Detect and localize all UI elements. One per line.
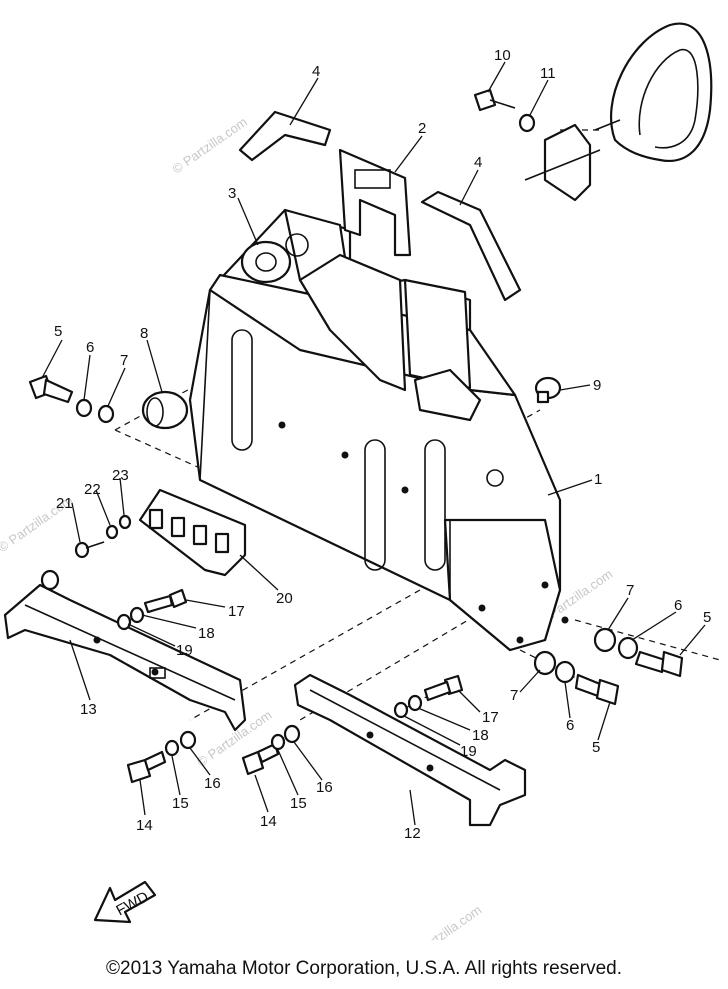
washer-part-19-right — [393, 701, 409, 719]
washer-part-18-right — [407, 694, 423, 712]
grommet-part-3 — [240, 240, 292, 284]
washer-part-6-right-upper — [617, 636, 639, 660]
callout-8: 8 — [140, 325, 148, 342]
callout-17-left: 17 — [228, 603, 245, 620]
handle-assembly — [524, 22, 713, 202]
bolt-part-5-right-lower — [574, 673, 620, 706]
callout-1: 1 — [594, 471, 602, 488]
callout-21: 21 — [56, 495, 73, 512]
callout-7-left: 7 — [120, 352, 128, 369]
callout-13: 13 — [80, 701, 97, 718]
callout-18-right: 18 — [472, 727, 489, 744]
callout-4-left: 4 — [312, 63, 320, 80]
washer-part-15-right — [270, 733, 286, 751]
callout-16-left: 16 — [204, 775, 221, 792]
callout-7-right-upper: 7 — [626, 582, 634, 599]
rail-part-12 — [293, 673, 527, 827]
washer-part-7-right-lower — [533, 650, 557, 676]
washer-part-16-left — [179, 730, 197, 750]
bolt-part-5-left — [28, 374, 74, 404]
bracket-assembly — [188, 208, 569, 652]
bolt-part-14-left — [126, 750, 167, 784]
washer-part-6-left — [75, 398, 93, 418]
washer-part-18-left — [129, 606, 145, 624]
watermark-text: © Partzilla.com — [404, 902, 484, 940]
bolt-part-5-right-upper — [634, 650, 684, 678]
callout-12: 12 — [404, 825, 421, 842]
copyright-notice: ©2013 Yamaha Motor Corporation, U.S.A. A… — [106, 958, 622, 979]
rail-part-13 — [3, 569, 247, 732]
washer-part-15-left — [164, 739, 180, 757]
callout-19-right: 19 — [460, 743, 477, 760]
callout-14-right: 14 — [260, 813, 277, 830]
callout-19-left: 19 — [176, 642, 193, 659]
parts-diagram: © Partzilla.com © Partzilla.com © Partzi… — [0, 22, 721, 940]
callout-15-right: 15 — [290, 795, 307, 812]
callout-5-right-upper: 5 — [703, 609, 711, 626]
fwd-arrow-icon: FWD — [93, 880, 157, 924]
callout-18-left: 18 — [198, 625, 215, 642]
washer-part-23 — [118, 514, 132, 530]
callout-6-right-upper: 6 — [674, 597, 682, 614]
callout-17-right: 17 — [482, 709, 499, 726]
button-part-9 — [534, 376, 562, 404]
callout-5-left: 5 — [54, 323, 62, 340]
washer-part-11 — [518, 113, 536, 133]
callout-2: 2 — [418, 120, 426, 137]
washer-part-7-left — [97, 404, 115, 424]
screw-part-21 — [74, 541, 105, 559]
callout-11: 11 — [540, 65, 556, 82]
washer-part-6-right-lower — [554, 660, 576, 684]
washer-part-7-right-upper — [593, 627, 617, 653]
callout-20: 20 — [276, 590, 293, 607]
pad-part-4-right — [420, 190, 522, 302]
callout-23: 23 — [112, 467, 129, 484]
washer-part-22 — [105, 524, 119, 540]
callout-9: 9 — [593, 377, 601, 394]
bolt-part-14-right — [241, 742, 280, 776]
bolt-part-17-left — [143, 588, 188, 614]
pad-part-4-left — [238, 110, 332, 162]
callout-14-left: 14 — [136, 817, 153, 834]
leader-lines — [41, 61, 706, 826]
callout-3: 3 — [228, 185, 236, 202]
cushion-part-8 — [141, 390, 189, 430]
callout-4-right: 4 — [474, 154, 482, 171]
callout-22: 22 — [84, 481, 101, 498]
connector-part-20 — [138, 488, 247, 577]
callouts: 1 2 3 4 4 5 5 5 6 6 6 7 7 7 8 9 10 11 12… — [54, 47, 711, 842]
callout-6-left: 6 — [86, 339, 94, 356]
washer-part-19-left — [116, 613, 132, 631]
callout-10: 10 — [494, 47, 511, 64]
callout-15-left: 15 — [172, 795, 189, 812]
bolt-part-17-right — [423, 674, 464, 702]
callout-7-right-lower: 7 — [510, 687, 518, 704]
watermark-text: © Partzilla.com — [169, 114, 249, 177]
callout-5-right-lower: 5 — [592, 739, 600, 756]
callout-6-right-lower: 6 — [566, 717, 574, 734]
plate-part-2 — [338, 148, 412, 257]
callout-16-right: 16 — [316, 779, 333, 796]
bolt-part-10 — [473, 88, 516, 112]
washer-part-16-right — [283, 724, 301, 744]
